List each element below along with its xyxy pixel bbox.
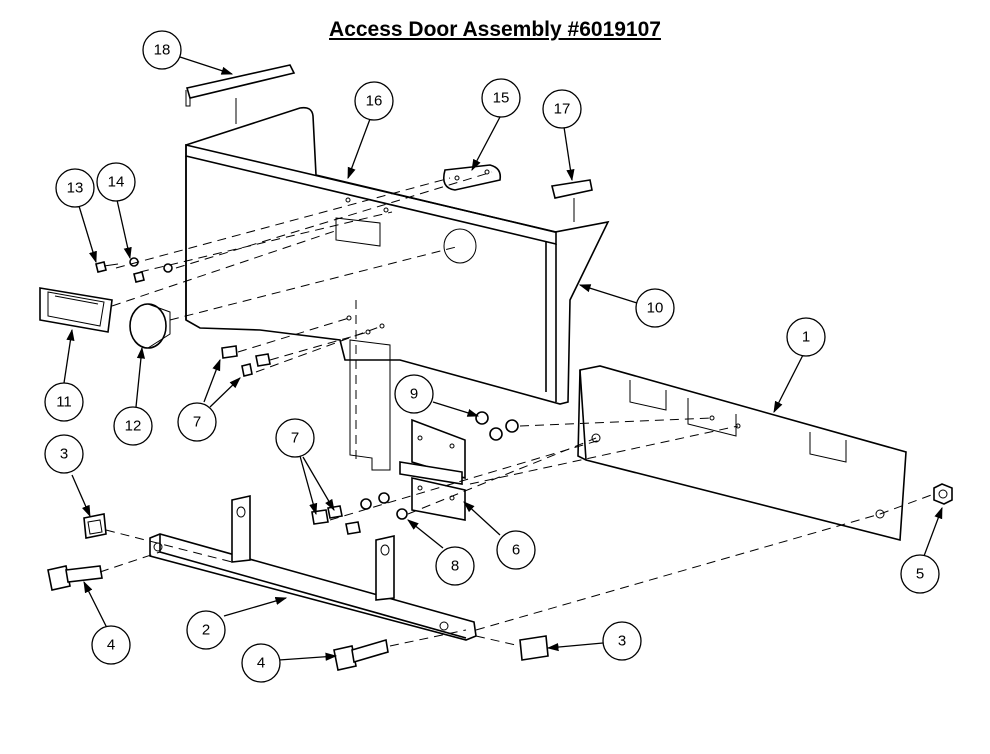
svg-text:3: 3 [60, 446, 68, 463]
svg-text:4: 4 [257, 655, 265, 672]
balloon-7-lower: 7 [275, 418, 315, 458]
svg-text:2: 2 [202, 622, 210, 639]
nuts-part-9 [475, 411, 519, 441]
balloon-5: 5 [900, 554, 940, 594]
balloon-3-left: 3 [44, 434, 84, 474]
svg-text:3: 3 [618, 633, 626, 650]
svg-text:12: 12 [125, 418, 142, 435]
svg-text:9: 9 [410, 386, 418, 403]
balloon-1: 1 [786, 317, 826, 357]
svg-text:13: 13 [67, 180, 84, 197]
screws-part-7-upper [221, 315, 385, 377]
balloon-8: 8 [435, 546, 475, 586]
svg-text:15: 15 [493, 90, 510, 107]
plug-part-12 [129, 303, 171, 349]
svg-text:7: 7 [193, 414, 201, 431]
svg-text:5: 5 [916, 566, 924, 583]
svg-text:7: 7 [291, 430, 299, 447]
diagram-title: Access Door Assembly #6019107 [329, 18, 661, 41]
pad-part-15 [442, 164, 502, 191]
fasteners-part-7-8-lower [311, 492, 408, 535]
end-caps-part-3 [83, 513, 549, 661]
balloon-17: 17 [542, 89, 582, 129]
balloon-14: 14 [96, 162, 136, 202]
svg-text:4: 4 [107, 637, 115, 654]
balloon-15: 15 [481, 78, 521, 118]
balloon-18: 18 [142, 30, 182, 70]
svg-text:10: 10 [647, 300, 664, 317]
balloon-11: 11 [44, 382, 84, 422]
balloon-4-left: 4 [91, 625, 131, 665]
svg-text:1: 1 [802, 329, 810, 346]
bolts-part-4 [47, 565, 389, 671]
balloon-4-bottom: 4 [241, 643, 281, 683]
balloon-12: 12 [113, 406, 153, 446]
svg-text:14: 14 [108, 174, 125, 191]
balloon-16: 16 [354, 81, 394, 121]
balloon-10: 10 [635, 288, 675, 328]
assembly-centerlines [99, 98, 935, 647]
svg-text:6: 6 [512, 542, 520, 559]
hinge-part-6 [399, 418, 466, 521]
svg-text:17: 17 [554, 101, 571, 118]
balloon-2: 2 [186, 610, 226, 650]
balloon-13: 13 [55, 168, 95, 208]
balloon-3-right: 3 [602, 621, 642, 661]
svg-text:16: 16 [366, 93, 383, 110]
balloon-7-upper: 7 [177, 402, 217, 442]
svg-text:11: 11 [56, 394, 72, 411]
svg-text:8: 8 [451, 558, 459, 575]
leader-lines [63, 56, 943, 661]
door-panel-part-16 [185, 106, 610, 471]
mounting-bar-part-1 [577, 365, 907, 542]
balloon-9: 9 [394, 374, 434, 414]
small-channel-part-17 [551, 179, 593, 199]
svg-text:18: 18 [154, 42, 171, 59]
top-trim-channel-part-18 [185, 64, 296, 107]
latch-handle-part-11 [39, 287, 113, 333]
nut-part-5 [933, 483, 953, 505]
balloon-6: 6 [496, 530, 536, 570]
